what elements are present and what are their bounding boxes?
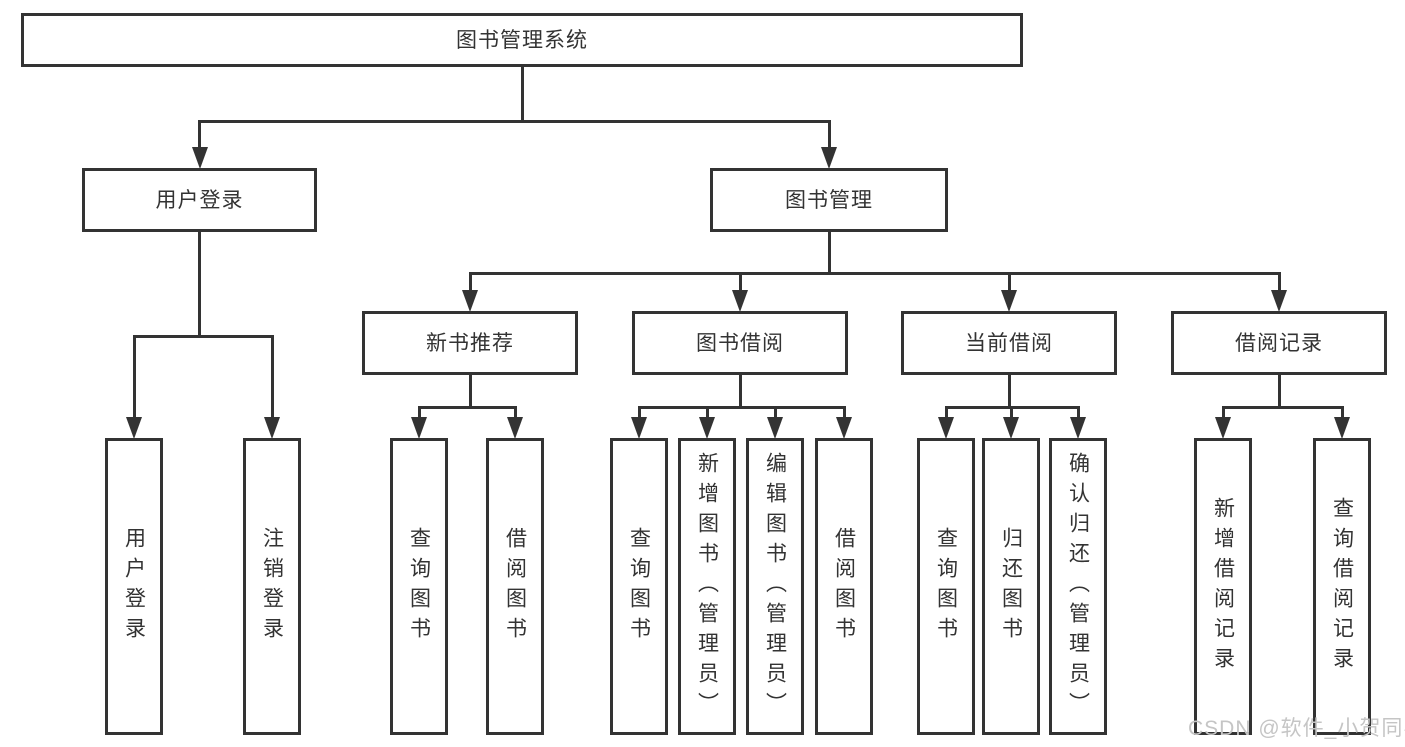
node-user-login: 用户登录 <box>82 168 317 232</box>
node-label: 确认归还（管理员） <box>1066 451 1090 722</box>
node-leaf-query-books-borrowing: 查询图书 <box>610 438 668 735</box>
arrow-head-icon <box>1334 417 1350 439</box>
node-label: 查询借阅记录 <box>1330 496 1354 677</box>
connector-line <box>520 65 524 123</box>
node-leaf-edit-books-admin: 编辑图书（管理员） <box>746 438 804 735</box>
arrow-head-icon <box>462 290 478 312</box>
arrow-head-icon <box>732 290 748 312</box>
connector-line <box>773 406 777 422</box>
connector-line <box>842 406 846 422</box>
node-leaf-query-borrow-record: 查询借阅记录 <box>1313 438 1371 735</box>
connector-line <box>944 406 948 422</box>
node-label: 用户登录 <box>122 526 146 647</box>
arrow-head-icon <box>938 417 954 439</box>
node-label: 用户登录 <box>155 188 244 212</box>
connector-line <box>1340 406 1344 422</box>
node-label: 归还图书 <box>999 526 1023 647</box>
connector-line <box>1076 406 1080 422</box>
connector-line <box>1009 406 1013 422</box>
connector-line <box>417 406 421 422</box>
node-leaf-query-books-current: 查询图书 <box>917 438 975 735</box>
arrow-head-icon <box>631 417 647 439</box>
connector-line <box>198 120 201 152</box>
csdn-watermark: CSDN @软件_小贺同学 <box>1188 717 1405 740</box>
node-label: 注销登录 <box>260 526 284 647</box>
node-leaf-borrow-books-borrowing: 借阅图书 <box>815 438 873 735</box>
node-root: 图书管理系统 <box>21 13 1023 67</box>
arrow-head-icon <box>836 417 852 439</box>
arrow-head-icon <box>1070 417 1086 439</box>
node-leaf-confirm-return-admin: 确认归还（管理员） <box>1049 438 1107 735</box>
arrow-head-icon <box>507 417 523 439</box>
connector-line <box>198 230 201 338</box>
node-current-borrowing: 当前借阅 <box>901 311 1117 375</box>
node-leaf-query-books-recommend: 查询图书 <box>390 438 448 735</box>
node-label: 查询图书 <box>627 526 651 647</box>
arrow-head-icon <box>767 417 783 439</box>
connector-line <box>738 373 742 409</box>
arrow-head-icon <box>126 417 142 439</box>
node-book-management: 图书管理 <box>710 168 948 232</box>
node-label: 借阅图书 <box>503 526 527 647</box>
node-label: 图书管理 <box>785 188 873 212</box>
arrow-head-icon <box>411 417 427 439</box>
arrow-head-icon <box>1215 417 1231 439</box>
node-leaf-return-books: 归还图书 <box>982 438 1040 735</box>
connector-line <box>468 373 472 409</box>
connector-line <box>1007 272 1011 295</box>
node-leaf-borrow-books-recommend: 借阅图书 <box>486 438 544 735</box>
connector-line <box>198 120 831 123</box>
connector-line <box>637 406 641 422</box>
node-label: 当前借阅 <box>965 331 1053 355</box>
arrow-head-icon <box>699 417 715 439</box>
arrow-head-icon <box>1001 290 1017 312</box>
node-label: 借阅图书 <box>832 526 856 647</box>
connector-line <box>827 120 831 152</box>
connector-line <box>1221 406 1225 422</box>
node-leaf-add-borrow-record: 新增借阅记录 <box>1194 438 1252 735</box>
connector-line <box>1277 373 1281 409</box>
node-leaf-logout: 注销登录 <box>243 438 301 735</box>
node-book-borrowing: 图书借阅 <box>632 311 848 375</box>
connector-line <box>468 272 1281 275</box>
node-leaf-add-books-admin: 新增图书（管理员） <box>678 438 736 735</box>
connector-line <box>468 272 472 295</box>
connector-line <box>132 335 274 338</box>
arrow-head-icon <box>821 147 837 169</box>
connector-line <box>132 335 136 422</box>
arrow-head-icon <box>191 147 208 169</box>
connector-line <box>1221 406 1344 409</box>
node-label: 图书管理系统 <box>456 28 588 52</box>
connector-line <box>637 406 846 409</box>
connector-line <box>827 230 831 275</box>
node-label: 借阅记录 <box>1235 331 1323 355</box>
arrow-head-icon <box>1271 290 1287 312</box>
node-label: 新增图书（管理员） <box>695 451 719 722</box>
node-label: 编辑图书（管理员） <box>763 451 787 722</box>
node-label: 新书推荐 <box>426 331 514 355</box>
connector-line <box>270 335 274 422</box>
node-label: 查询图书 <box>407 526 431 647</box>
arrow-head-icon <box>1003 417 1019 439</box>
connector-line <box>417 406 517 409</box>
node-label: 新增借阅记录 <box>1211 496 1235 677</box>
connector-line <box>738 272 742 295</box>
node-new-book-recommend: 新书推荐 <box>362 311 578 375</box>
connector-line <box>705 406 709 422</box>
node-label: 图书借阅 <box>696 331 784 355</box>
arrow-head-icon <box>264 417 280 439</box>
connector-line <box>513 406 517 422</box>
connector-line <box>1277 272 1281 295</box>
connector-line <box>1007 373 1011 409</box>
node-leaf-user-login: 用户登录 <box>105 438 163 735</box>
node-label: 查询图书 <box>934 526 958 647</box>
node-borrowing-records: 借阅记录 <box>1171 311 1387 375</box>
